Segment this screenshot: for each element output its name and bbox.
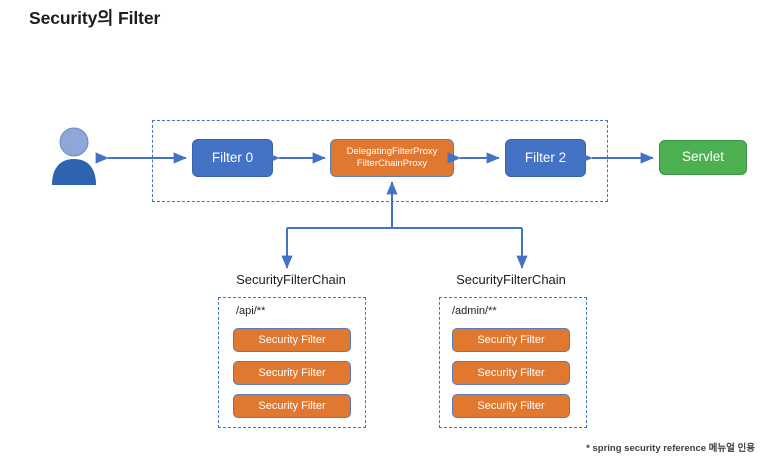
node-proxy-label-line1: DelegatingFilterProxy (346, 146, 438, 158)
chain-admin-path: /admin/** (452, 305, 497, 317)
chain-admin-title: SecurityFilterChain (456, 272, 566, 287)
security-filter-label: Security Filter (258, 400, 326, 412)
chain-api-security-filter-2[interactable]: Security Filter (233, 361, 351, 385)
node-delegating-filter-proxy[interactable]: DelegatingFilterProxy FilterChainProxy (330, 139, 454, 177)
node-filter-2[interactable]: Filter 2 (505, 139, 586, 177)
security-filter-label: Security Filter (477, 367, 545, 379)
node-servlet-label: Servlet (681, 149, 725, 165)
chain-admin-security-filter-2[interactable]: Security Filter (452, 361, 570, 385)
node-proxy-label-line2: FilterChainProxy (356, 157, 428, 169)
source-footnote: * spring security reference 메뉴얼 인용 (586, 443, 755, 454)
page-title: Security의 Filter (29, 8, 161, 28)
security-filter-label: Security Filter (477, 334, 545, 346)
security-filter-label: Security Filter (477, 400, 545, 412)
node-servlet[interactable]: Servlet (659, 140, 747, 175)
node-filter-0-label: Filter 0 (211, 149, 254, 165)
chain-api-security-filter-3[interactable]: Security Filter (233, 394, 351, 418)
chain-api-path: /api/** (236, 305, 266, 317)
chain-admin-security-filter-1[interactable]: Security Filter (452, 328, 570, 352)
security-filter-label: Security Filter (258, 334, 326, 346)
chain-api-title: SecurityFilterChain (236, 272, 346, 287)
security-filter-label: Security Filter (258, 367, 326, 379)
node-filter-2-label: Filter 2 (524, 149, 567, 165)
chain-admin-security-filter-3[interactable]: Security Filter (452, 394, 570, 418)
chain-admin-outline (439, 297, 587, 428)
node-filter-0[interactable]: Filter 0 (192, 139, 273, 177)
chain-api-security-filter-1[interactable]: Security Filter (233, 328, 351, 352)
chain-api-outline (218, 297, 366, 428)
user-person-icon (50, 127, 98, 185)
